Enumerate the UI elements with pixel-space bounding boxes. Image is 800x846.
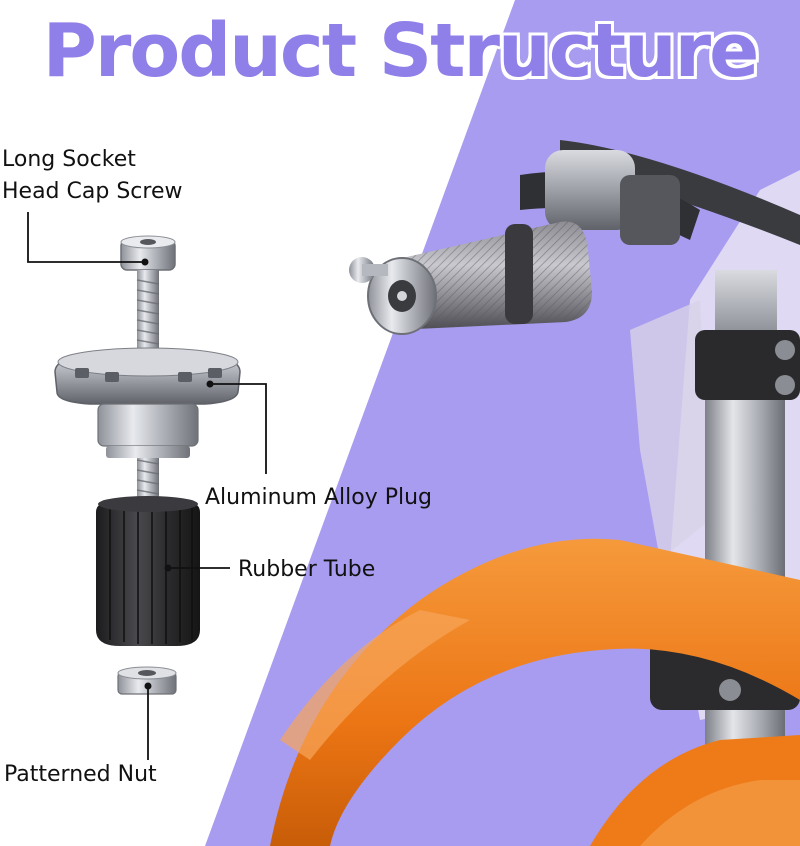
rubber-tube (96, 496, 200, 646)
bar-end-assembly (54, 235, 241, 695)
patterned-nut (117, 666, 177, 695)
label-screw-line1: Long Socket (2, 147, 136, 172)
aluminum-alloy-plug (54, 347, 241, 458)
page-title: Product Structure (42, 8, 760, 94)
leader-line-plug (210, 383, 267, 474)
label-rubber-tube: Rubber Tube (238, 557, 376, 582)
motorcycle-illustration (270, 140, 800, 846)
label-aluminum-alloy-plug: Aluminum Alloy Plug (205, 485, 432, 510)
label-screw-line2: Head Cap Screw (2, 179, 183, 204)
leader-lines (27, 212, 267, 760)
label-long-socket-screw: Long Socket Head Cap Screw (2, 144, 182, 208)
label-patterned-nut: Patterned Nut (4, 762, 157, 787)
leader-line-screw (27, 212, 145, 263)
